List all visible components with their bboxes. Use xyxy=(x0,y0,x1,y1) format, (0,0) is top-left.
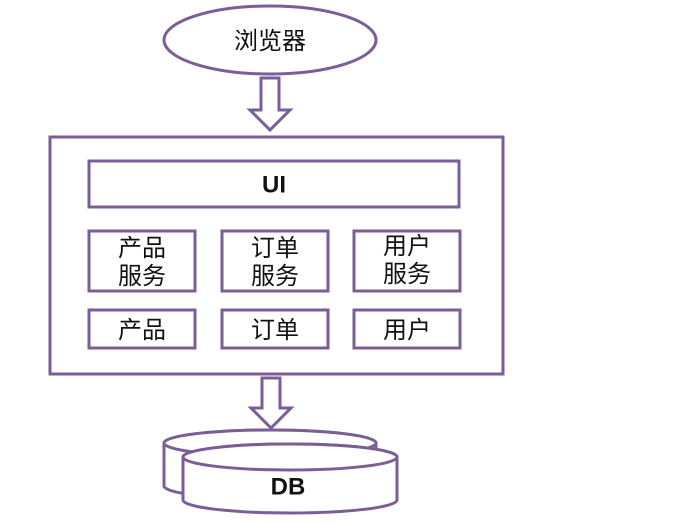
browser-ellipse xyxy=(162,4,378,76)
database-node: DB xyxy=(162,428,399,515)
ui-layer: UI xyxy=(87,159,461,209)
service-order-line1: 订单 xyxy=(251,234,299,262)
arrow-browser-to-app xyxy=(246,76,294,133)
module-user-box xyxy=(352,308,462,350)
service-user-box xyxy=(352,229,462,293)
app-container: UI 产品 服务 订单 服务 用户 服务 产品 订单 用 xyxy=(48,135,505,376)
arrow-app-to-db xyxy=(247,376,295,431)
module-product-label: 产品 xyxy=(118,316,166,344)
service-product-box xyxy=(87,229,197,293)
service-user-line1: 用户 xyxy=(383,232,431,260)
service-order: 订单 服务 xyxy=(220,229,330,293)
module-order-label: 订单 xyxy=(251,316,299,344)
service-user: 用户 服务 xyxy=(352,229,462,293)
service-product-line1: 产品 xyxy=(118,234,166,262)
module-user-label: 用户 xyxy=(383,316,431,344)
ui-box xyxy=(87,159,461,209)
service-order-box xyxy=(220,229,330,293)
service-product: 产品 服务 xyxy=(87,229,197,293)
ui-label: UI xyxy=(262,172,286,199)
module-order-box xyxy=(220,308,330,350)
database-cylinder-front-top xyxy=(181,442,399,472)
database-label: DB xyxy=(271,474,306,501)
module-order: 订单 xyxy=(220,308,330,350)
browser-node: 浏览器 xyxy=(162,4,378,76)
service-user-line2: 服务 xyxy=(383,260,431,288)
browser-label: 浏览器 xyxy=(234,27,306,55)
service-product-line2: 服务 xyxy=(118,262,166,290)
module-product: 产品 xyxy=(87,308,197,350)
module-user: 用户 xyxy=(352,308,462,350)
service-order-line2: 服务 xyxy=(251,262,299,290)
module-product-box xyxy=(87,308,197,350)
